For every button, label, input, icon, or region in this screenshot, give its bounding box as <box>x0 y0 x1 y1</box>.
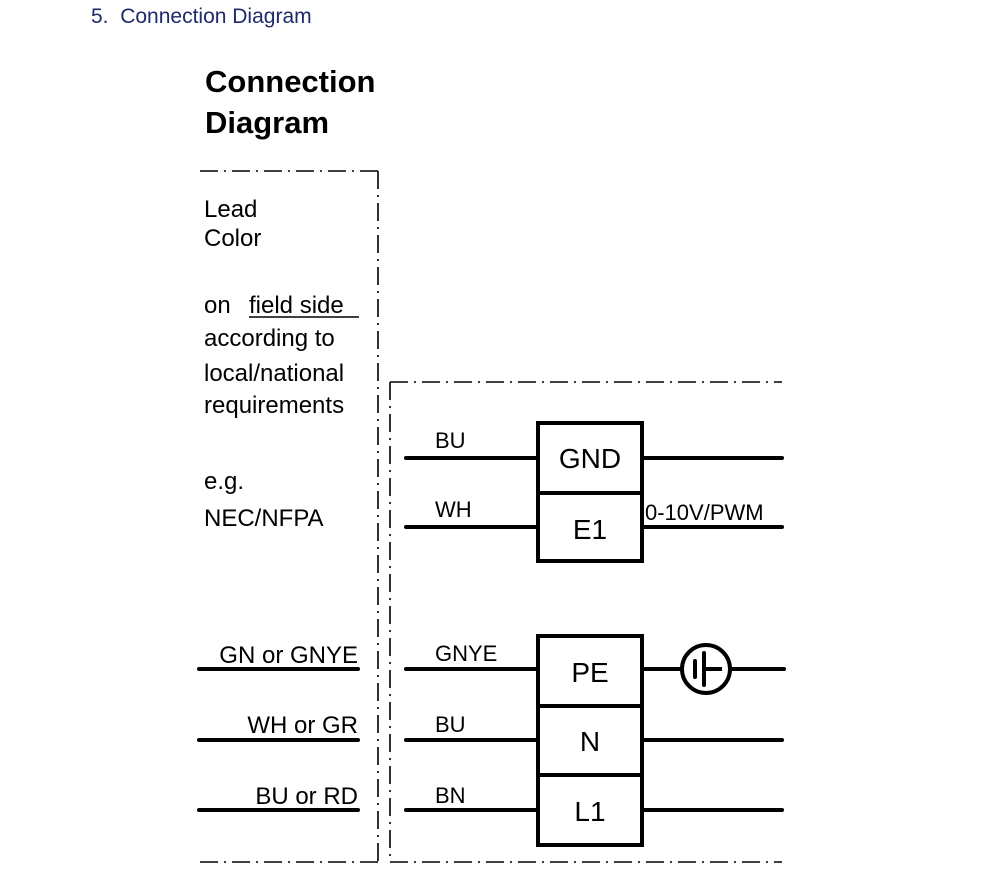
terminal-e1: WH E1 0-10V/PWM <box>404 491 784 563</box>
terminal-label: N <box>580 726 600 757</box>
terminal-box <box>536 773 644 847</box>
note-lead: Lead <box>204 196 257 223</box>
field-lead-label: BU or RD <box>255 783 358 810</box>
note-according-to: according to <box>204 325 335 352</box>
terminal-label: L1 <box>574 796 605 827</box>
lead-label: BU <box>435 428 466 453</box>
field-lead-l1: BU or RD <box>197 783 360 812</box>
note-field-side: field side <box>249 292 344 319</box>
section-title-text: Connection Diagram <box>120 5 312 28</box>
field-lead-label: GN or GNYE <box>219 642 358 669</box>
note-on: on <box>204 292 231 319</box>
note-eg: e.g. <box>204 468 244 495</box>
ground-symbol-icon <box>680 643 732 695</box>
lead-label: GNYE <box>435 641 497 666</box>
field-lead-n: WH or GR <box>197 712 360 742</box>
section-title: 5. Connection Diagram <box>91 5 312 29</box>
terminal-n: BU N <box>404 704 784 777</box>
section-number: 5. <box>91 5 109 28</box>
terminal-gnd: BU GND <box>404 421 784 495</box>
note-nec-nfpa: NEC/NFPA <box>204 505 324 532</box>
diagram-heading-line2: Diagram <box>205 105 329 140</box>
lead-label: WH <box>435 497 472 522</box>
note-color: Color <box>204 225 261 252</box>
terminal-label: PE <box>571 657 608 688</box>
note-local-national: local/national <box>204 360 344 387</box>
output-label: 0-10V/PWM <box>645 500 764 525</box>
field-lead-pe: GN or GNYE <box>197 642 360 671</box>
terminal-pe: GNYE PE <box>404 634 786 708</box>
lead-label: BN <box>435 783 466 808</box>
field-lead-label: WH or GR <box>247 712 358 739</box>
terminal-label: E1 <box>573 514 607 545</box>
terminal-box <box>536 491 644 563</box>
diagram-heading-line1: Connection <box>205 64 376 99</box>
note-requirements: requirements <box>204 392 344 419</box>
lead-label: BU <box>435 712 466 737</box>
terminal-l1: BN L1 <box>404 773 784 847</box>
terminal-label: GND <box>559 443 621 474</box>
